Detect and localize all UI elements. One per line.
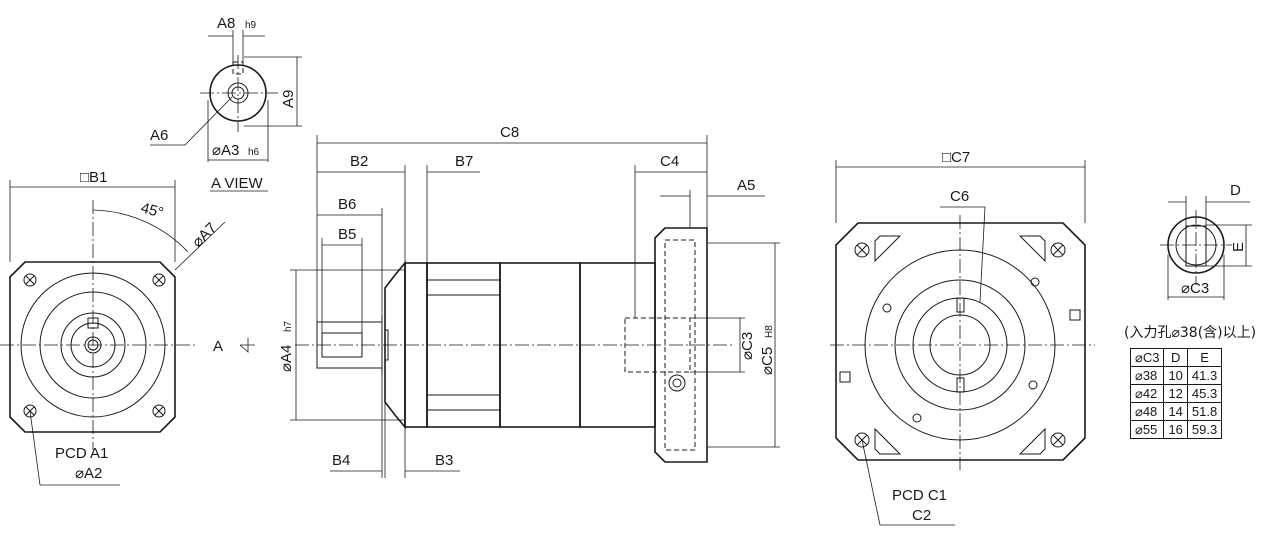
- a3-tolerance: h6: [248, 147, 260, 158]
- c7-label: □C7: [942, 149, 970, 166]
- b6-label: B6: [338, 196, 356, 213]
- table-row: ⌀55 16 59.3: [1129, 420, 1223, 439]
- b2-label: B2: [350, 153, 368, 170]
- pcd-a1-label: PCD A1: [55, 445, 108, 462]
- a8-tolerance: h9: [245, 20, 257, 31]
- table-cell: 45.3: [1186, 384, 1223, 403]
- a4-tolerance: h7: [283, 320, 294, 332]
- view-arrow-label: A: [213, 338, 223, 355]
- keyway-detail: D E ⌀C3: [1160, 182, 1252, 300]
- b7-label: B7: [455, 153, 473, 170]
- b3-label: B3: [435, 452, 453, 469]
- a6-label: A6: [150, 127, 168, 144]
- c4-label: C4: [660, 153, 679, 170]
- input-flange-view: □B1 45° ⌀A7 PCD A1 ⌀A2: [0, 169, 226, 486]
- e-label: E: [1230, 242, 1247, 252]
- a-view: A8 h9 A9 A6 ⌀A3 h6 A VIEW: [150, 15, 302, 192]
- table-cell: ⌀42: [1129, 384, 1165, 403]
- a8-label: A8: [217, 15, 235, 32]
- a2-label: ⌀A2: [75, 465, 102, 482]
- a-view-title: A VIEW: [211, 175, 264, 192]
- a3-label: ⌀A3: [212, 142, 239, 159]
- table-cell: 59.3: [1186, 420, 1223, 439]
- a9-label: A9: [280, 90, 297, 108]
- c2-label: C2: [912, 507, 931, 524]
- bolt-hole: [23, 273, 166, 418]
- table-header-cell: D: [1163, 348, 1188, 367]
- pcd-c1-label: PCD C1: [892, 487, 947, 504]
- output-flange-view: □C7 C6 PCD C1 C2: [830, 149, 1095, 526]
- a4-label: ⌀A4: [278, 345, 295, 372]
- c6-label: C6: [950, 188, 969, 205]
- table-cell: ⌀55: [1129, 420, 1165, 439]
- table-row: ⌀48 14 51.8: [1129, 402, 1223, 421]
- table-header-cell: E: [1186, 348, 1223, 367]
- table-cell: 16: [1163, 420, 1188, 439]
- c5-label: ⌀C5: [759, 347, 776, 375]
- table-cell: 41.3: [1186, 366, 1223, 385]
- a7-label: ⌀A7: [189, 219, 220, 250]
- c5-tolerance: H8: [764, 325, 775, 338]
- table-cell: 14: [1163, 402, 1188, 421]
- table-cell: 12: [1163, 384, 1188, 403]
- table-header-cell: ⌀C3: [1129, 348, 1165, 367]
- table-note: (入力孔⌀38(含)以上): [1124, 325, 1257, 341]
- table-header-row: ⌀C3 D E: [1129, 348, 1223, 367]
- table-cell: 51.8: [1186, 402, 1223, 421]
- angle-label: 45°: [139, 199, 165, 221]
- table-cell: ⌀38: [1129, 366, 1165, 385]
- table-row: ⌀42 12 45.3: [1129, 384, 1223, 403]
- spec-table: ⌀C3 D E ⌀38 10 41.3 ⌀42 12 45.3 ⌀48 14 5…: [1129, 348, 1223, 439]
- side-view: A C8 B2 B7: [213, 124, 780, 478]
- a5-label: A5: [737, 177, 755, 194]
- b1-label: □B1: [80, 169, 107, 186]
- d-label: D: [1230, 182, 1241, 199]
- c8-label: C8: [500, 124, 519, 141]
- table-cell: 10: [1163, 366, 1188, 385]
- c3-label: ⌀C3: [739, 332, 756, 360]
- b5-label: B5: [338, 226, 356, 243]
- c3-detail-label: ⌀C3: [1181, 280, 1209, 297]
- table-row: ⌀38 10 41.3: [1129, 366, 1223, 385]
- table-cell: ⌀48: [1129, 402, 1165, 421]
- tapped-hole: [882, 277, 1040, 423]
- b4-label: B4: [332, 452, 350, 469]
